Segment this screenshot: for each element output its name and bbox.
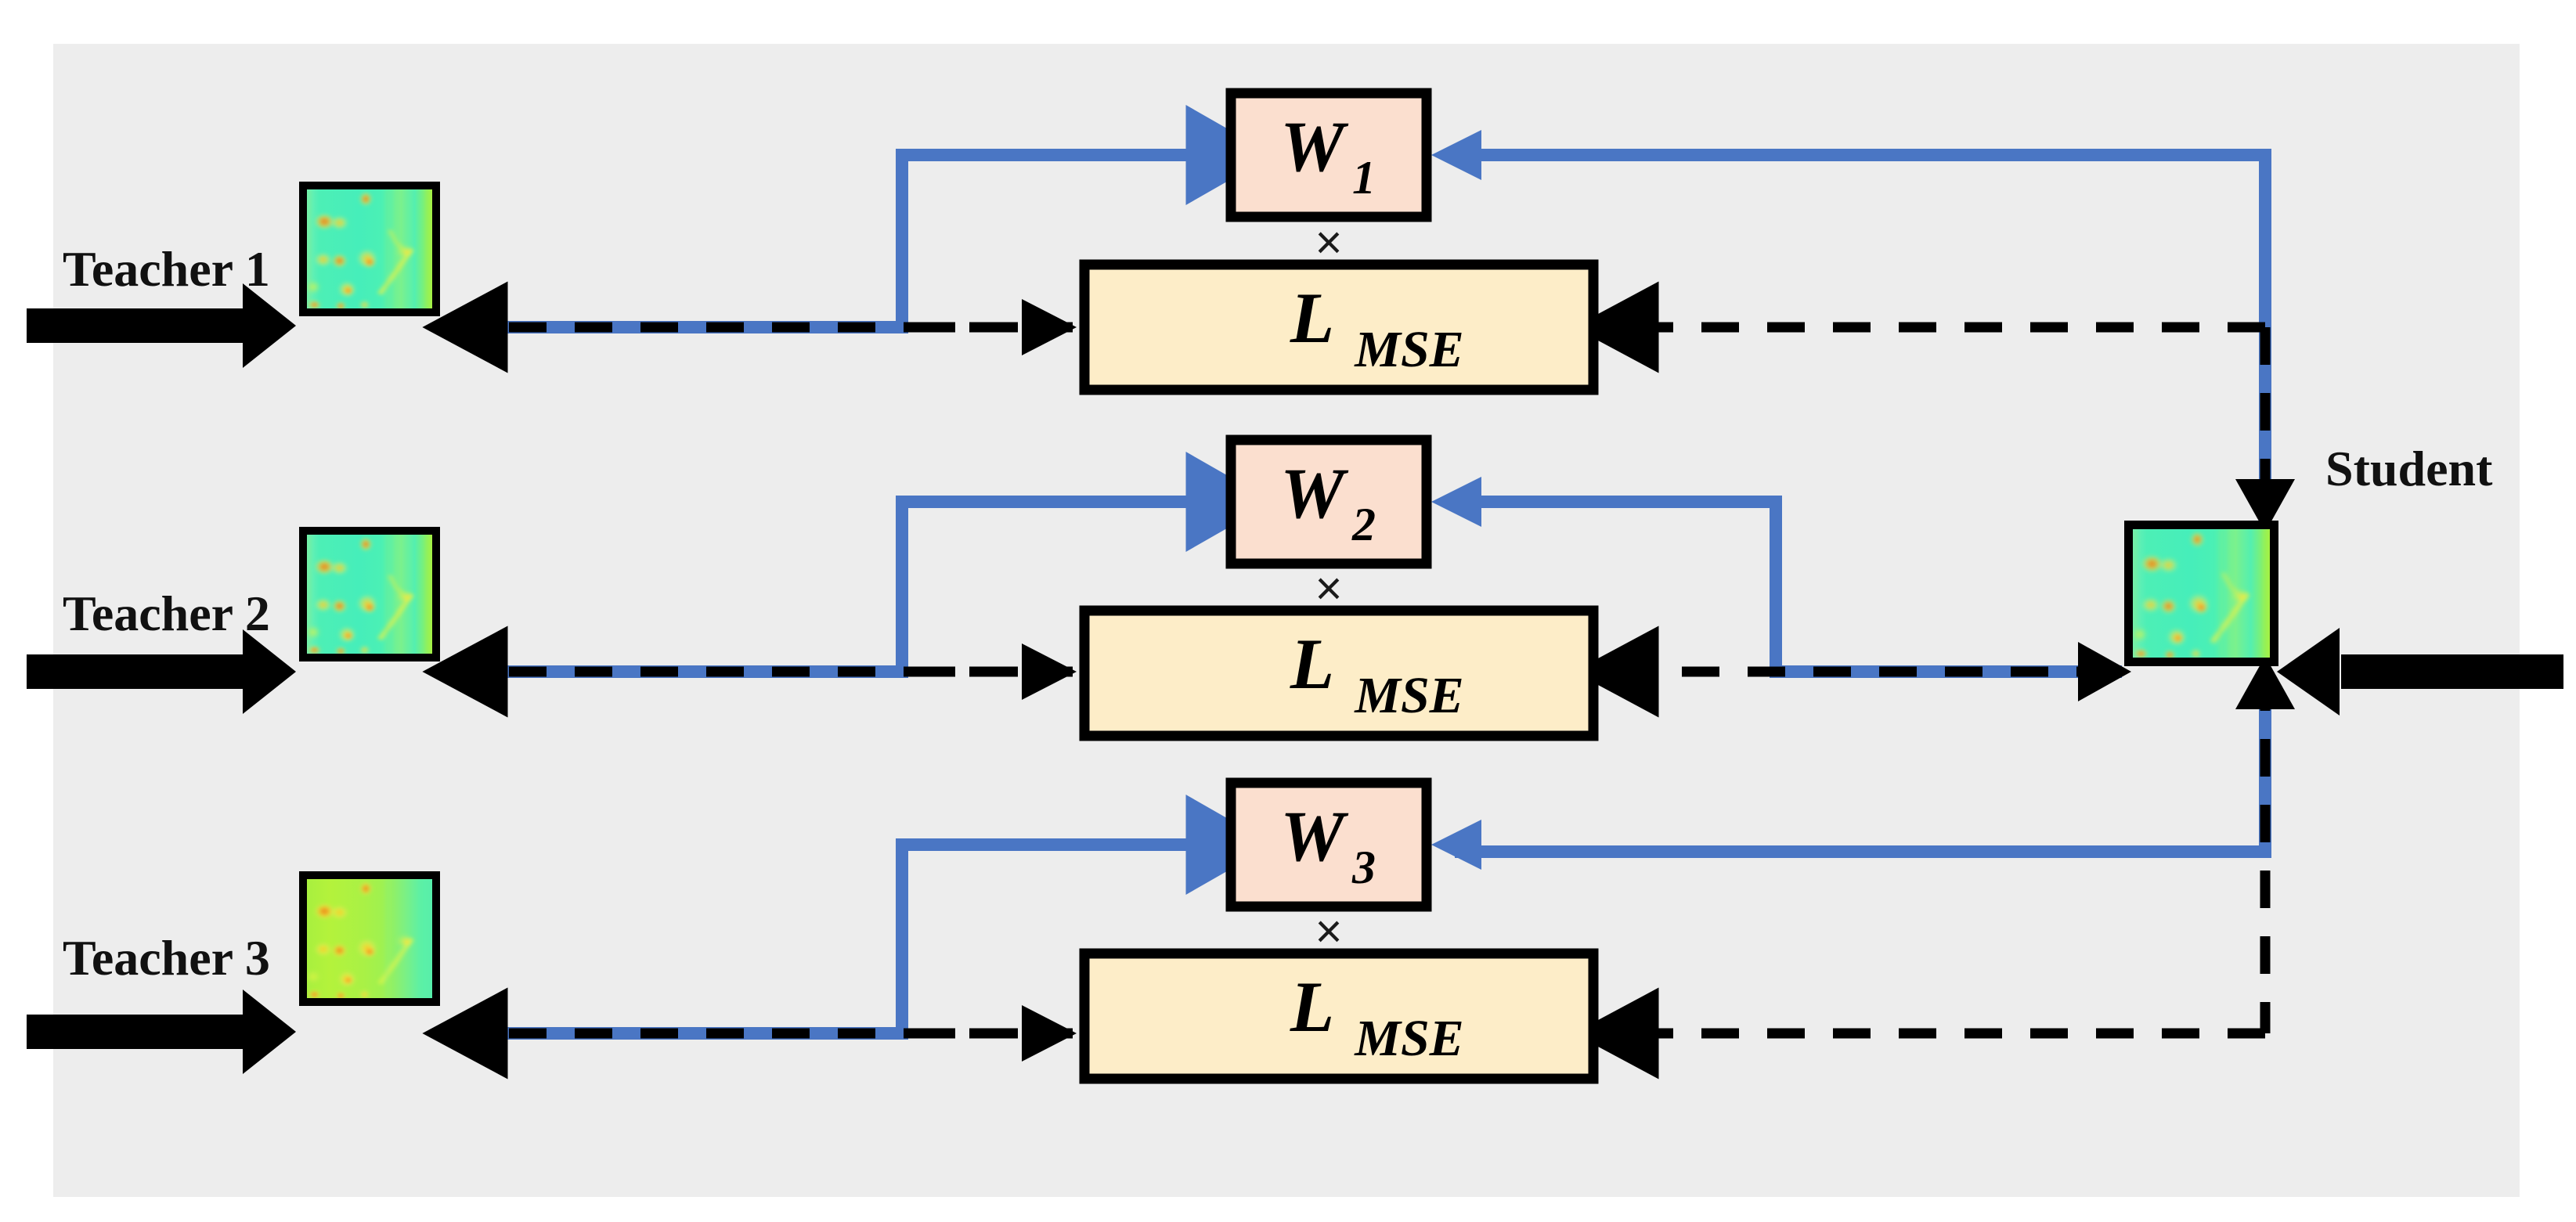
arrowhead-into-teacher2 [443,642,496,701]
loss-block-2-label: L [1290,624,1334,704]
weight-block-2-subscript: 2 [1351,499,1376,550]
weight-block-1-label: W [1280,106,1349,186]
loss-block-1-label: L [1290,278,1334,358]
loss-block-1[interactable]: L MSE [1079,259,1599,395]
input-arrow-teacher3 [27,989,296,1074]
teacher-1-label: Teacher 1 [63,241,270,297]
teacher-2-label: Teacher 2 [63,586,270,641]
teacher-3-label: Teacher 3 [63,930,270,986]
loss-block-2[interactable]: L MSE [1079,605,1599,741]
arrowhead-into-student-bottom [2235,656,2295,709]
arrowhead-into-teacher1 [443,297,496,357]
blue-path-student-to-w3 [1455,682,2271,858]
loss-block-3-label: L [1290,967,1334,1047]
weight-block-2-label: W [1280,453,1349,533]
blue-arrowhead-into-w2 [1431,477,1481,527]
input-arrow-student [2277,628,2563,716]
weight-block-1-subscript: 1 [1352,152,1376,204]
weight-block-1[interactable]: W 1 [1225,88,1432,222]
student-box[interactable] [2124,521,2278,666]
loss-block-1-subscript: MSE [1354,321,1463,378]
blue-arrowhead-into-w1 [1431,130,1481,180]
student-label: Student [2325,441,2493,496]
input-arrow-teacher1 [27,283,296,368]
weight-block-3-label: W [1280,796,1349,876]
teacher-1-box[interactable] [299,182,440,316]
input-arrow-teacher2 [27,629,296,714]
arrowhead-into-student-top [2235,479,2295,532]
blue-path-w1-to-student [1455,149,2271,505]
loss-block-3[interactable]: L MSE [1079,948,1599,1084]
dashed-arrowhead-into-loss3 [1022,1005,1077,1062]
arrowhead-into-student-left [2078,642,2131,701]
teacher-3-box[interactable] [299,871,440,1006]
arrowhead-into-teacher3 [443,1004,496,1063]
loss-block-3-subscript: MSE [1354,1010,1463,1067]
weight-block-3[interactable]: W 3 [1225,777,1432,912]
dashed-arrowhead-into-loss2 [1022,643,1077,700]
dashed-arrowhead-into-loss1 [1022,299,1077,355]
blue-arrowhead-into-w3 [1431,820,1481,870]
loss-block-2-subscript: MSE [1354,667,1463,724]
teacher-2-box[interactable] [299,527,440,661]
weight-block-3-subscript: 3 [1351,842,1376,893]
weight-block-2[interactable]: W 2 [1225,434,1432,569]
